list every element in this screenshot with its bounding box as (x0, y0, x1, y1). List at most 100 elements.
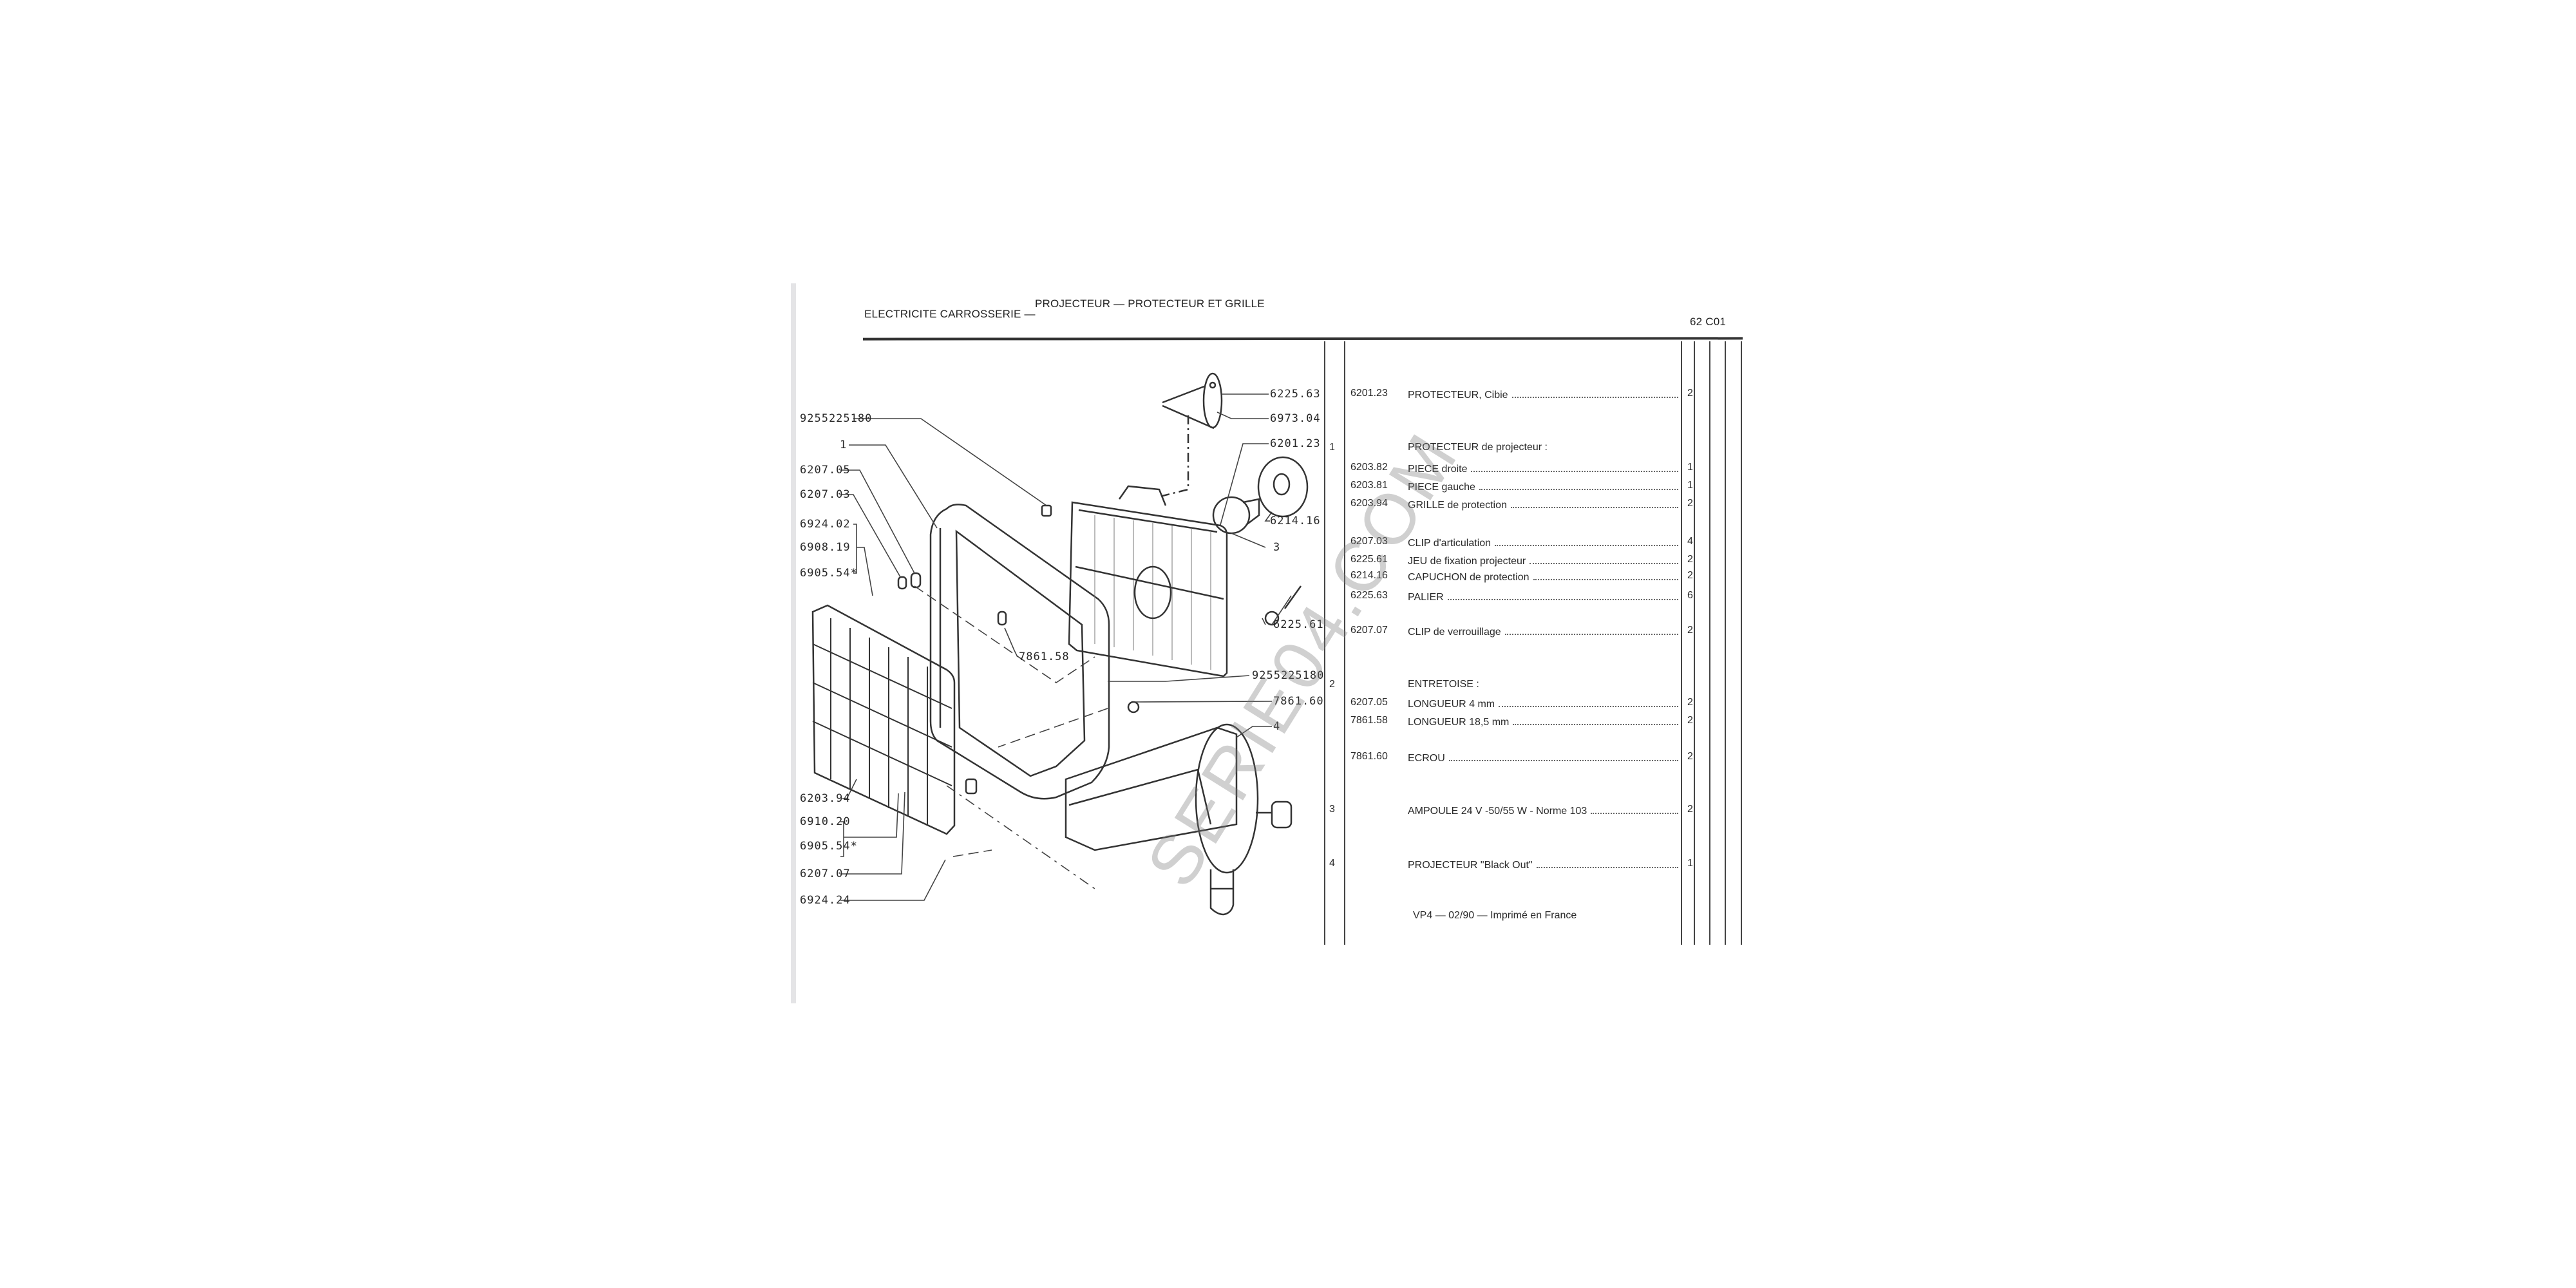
callout-label: 9255225180 (1252, 669, 1325, 682)
item-number: 3 (1329, 804, 1335, 815)
item-number: 1 (1329, 442, 1335, 453)
quantity: 1 (1687, 858, 1693, 869)
description-label: GRILLE de protection (1408, 500, 1507, 511)
callout-label: 6924.24 (800, 894, 851, 907)
part-description: PROJECTEUR "Black Out" (1408, 858, 1678, 871)
description-label: CLIP de verrouillage (1408, 627, 1501, 638)
part-description: PALIER (1408, 590, 1678, 603)
part-description: CLIP de verrouillage (1408, 625, 1678, 638)
dot-leader (1591, 804, 1678, 814)
dot-leader (1448, 751, 1678, 761)
part-description: CAPUCHON de protection (1408, 570, 1678, 583)
callout-label: 3 (1273, 541, 1281, 554)
part-description: CLIP d'articulation (1408, 536, 1678, 549)
column-divider (1694, 341, 1695, 945)
description-label: JEU de fixation projecteur (1408, 556, 1526, 567)
table-row: 6203.82 PIECE droite 1 (1346, 462, 1694, 477)
description-label: ECROU (1408, 753, 1445, 764)
part-reference: 6214.16 (1350, 570, 1388, 581)
part-description: AMPOULE 24 V -50/55 W - Norme 103 (1408, 804, 1678, 817)
callout-label: 6214.16 (1270, 515, 1321, 527)
item-number: 2 (1329, 679, 1335, 690)
callout-label: 4 (1273, 720, 1281, 733)
part-reference: 7861.60 (1350, 751, 1388, 762)
protective-cap (1257, 456, 1309, 518)
description-label: AMPOULE 24 V -50/55 W - Norme 103 (1408, 806, 1587, 817)
part-reference: 6225.63 (1350, 590, 1388, 601)
part-reference: 6203.82 (1350, 462, 1388, 473)
dot-leader (1533, 570, 1678, 580)
quantity: 2 (1687, 554, 1693, 565)
column-divider (1725, 341, 1726, 945)
callout-label: 6207.07 (800, 867, 851, 880)
column-divider (1741, 341, 1742, 945)
table-row: 6225.61 JEU de fixation projecteur 2 (1346, 554, 1694, 569)
table-row: 6207.07 CLIP de verrouillage 2 (1346, 625, 1694, 640)
print-footer: VP4 — 02/90 — Imprimé en France (1413, 910, 1577, 921)
table-row: ENTRETOISE : (1346, 679, 1694, 694)
dot-leader (1495, 536, 1678, 546)
bracket (1162, 372, 1223, 497)
part-description: PROTECTEUR de projecteur : (1408, 442, 1678, 453)
item-number: 4 (1329, 858, 1335, 869)
callout-label: 6225.63 (1270, 388, 1321, 401)
part-description: LONGUEUR 4 mm (1408, 697, 1678, 710)
table-row: 6225.63 PALIER 6 (1346, 590, 1694, 605)
column-divider (1324, 341, 1325, 945)
callout-label: 6973.04 (1270, 412, 1321, 425)
dot-leader (1513, 715, 1678, 725)
scan-edge (791, 283, 796, 1003)
part-reference: 6207.07 (1350, 625, 1388, 636)
dot-leader (1511, 388, 1678, 398)
table-row: PROJECTEUR "Black Out" 1 (1346, 858, 1694, 873)
dot-leader (1536, 858, 1678, 868)
part-reference: 6207.03 (1350, 536, 1388, 547)
callout-label: 6908.19 (800, 541, 851, 554)
part-reference: 6207.05 (1350, 697, 1388, 708)
dot-leader (1479, 480, 1678, 490)
dot-leader (1510, 498, 1678, 508)
part-reference: 7861.58 (1350, 715, 1388, 726)
quantity: 2 (1687, 804, 1693, 815)
quantity: 2 (1687, 625, 1693, 636)
quantity: 1 (1687, 480, 1693, 491)
part-description: ENTRETOISE : (1408, 679, 1678, 690)
description-label: PIECE droite (1408, 464, 1468, 475)
part-reference: 6225.61 (1350, 554, 1388, 565)
dot-leader (1499, 697, 1678, 707)
black-out-lamp (1065, 723, 1293, 916)
callout-label: 6225.61 (1273, 618, 1324, 631)
quantity: 6 (1687, 590, 1693, 601)
part-description: GRILLE de protection (1408, 498, 1678, 511)
column-divider (1681, 341, 1682, 945)
page-code: 62 C01 (1690, 316, 1727, 328)
table-row: PROTECTEUR de projecteur : (1346, 442, 1694, 457)
section-title: ELECTRICITE CARROSSERIE — (864, 308, 1036, 320)
part-description: ECROU (1408, 751, 1678, 764)
part-description: PROTECTEUR, Cibie (1408, 388, 1678, 401)
callout-label: 6905.54* (800, 840, 858, 853)
protector-frame (929, 504, 1110, 800)
callout-label: 6203.94 (800, 792, 851, 805)
quantity: 1 (1687, 462, 1693, 473)
callout-label: 1 (840, 439, 848, 451)
callout-label: 6910.20 (800, 815, 851, 828)
dot-leader (1504, 625, 1678, 635)
dot-leader (1530, 554, 1678, 564)
description-label: ENTRETOISE : (1408, 679, 1479, 690)
description-label: CLIP d'articulation (1408, 538, 1492, 549)
description-label: PALIER (1408, 592, 1444, 603)
description-label: PROJECTEUR "Black Out" (1408, 860, 1533, 871)
part-reference: 6201.23 (1350, 388, 1388, 399)
dot-leader (1447, 590, 1678, 600)
quantity: 2 (1687, 498, 1693, 509)
part-description: JEU de fixation projecteur (1408, 554, 1678, 567)
quantity: 2 (1687, 715, 1693, 726)
